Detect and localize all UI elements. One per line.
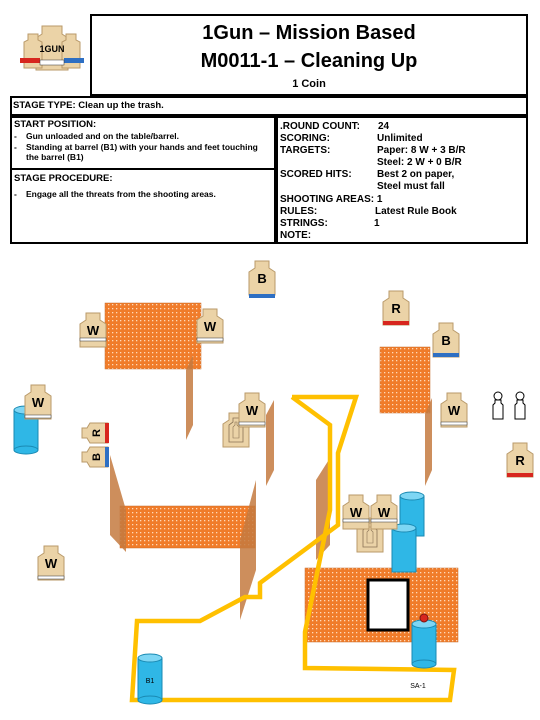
barrel-b1: B1 — [137, 653, 163, 705]
barrel-label: B1 — [146, 678, 155, 685]
stage-procedure-divider — [10, 168, 276, 170]
target-w: W — [342, 494, 370, 530]
stage-type: STAGE TYPE: Clean up the trash. — [13, 100, 164, 111]
target-w: W — [440, 392, 468, 428]
target-letter: R — [515, 453, 525, 468]
start-position-label: START POSITION: — [14, 119, 97, 130]
targets-label: TARGETS: — [280, 145, 331, 156]
stage-procedure-label: STAGE PROCEDURE: — [14, 173, 113, 184]
shooting-areas-value: 1 — [376, 194, 383, 205]
target-letter: R — [91, 429, 103, 437]
target-letter: B — [257, 271, 266, 286]
round-count-value: 24 — [378, 121, 390, 132]
strings-value: 1 — [374, 218, 380, 229]
title-line2: M0011-1 – Cleaning Up — [200, 50, 418, 72]
panel — [240, 480, 256, 620]
title-line1: 1Gun – Mission Based — [202, 22, 416, 44]
target-b-top: B — [248, 260, 276, 298]
wall-right — [379, 346, 431, 414]
steel-popper — [514, 391, 526, 420]
start-position-item: Gun unloaded and on the table/barrel. — [14, 131, 272, 142]
scoring-value: Unlimited — [377, 133, 423, 144]
target-b-right: B — [432, 322, 460, 358]
target-letter: W — [448, 403, 461, 418]
start-position-item: Standing at barrel (B1) with your hands … — [14, 142, 272, 163]
wall-middle — [119, 505, 256, 549]
round-count-label: .ROUND COUNT: — [280, 121, 360, 132]
coin-count: 1 Coin — [292, 78, 326, 90]
shooting-areas: SHOOTING AREAS: 1 — [280, 194, 382, 205]
wall-top-left — [104, 302, 202, 370]
scoring-label: SCORING: — [280, 133, 330, 144]
panel — [186, 355, 193, 440]
scored-hits-label: SCORED HITS: — [280, 169, 352, 180]
rules-value: Latest Rule Book — [375, 206, 457, 217]
title-box — [90, 14, 528, 96]
steel-popper — [492, 391, 504, 420]
panel — [266, 400, 274, 486]
target-letter: R — [391, 301, 401, 316]
start-position-list: Gun unloaded and on the table/barrel. St… — [14, 131, 272, 163]
stage-type-label: STAGE TYPE: — [13, 100, 76, 111]
note-label: NOTE: — [280, 230, 312, 241]
targets-steel: Steel: 2 W + 0 B/R — [377, 157, 462, 168]
target-letter: W — [204, 319, 217, 334]
rules-label: RULES: — [280, 206, 318, 217]
target-letter: B — [441, 333, 450, 348]
target-r-right: R — [382, 290, 410, 326]
1gun-logo: 1GUN — [20, 25, 84, 71]
target-r-rotated: R — [81, 422, 109, 444]
target-letter: W — [350, 505, 363, 520]
logo-text: 1GUN — [39, 44, 64, 54]
scored-hits-line1: Best 2 on paper, — [377, 169, 455, 180]
stage-type-box — [10, 96, 528, 116]
barrel — [411, 613, 437, 669]
details-box — [276, 116, 528, 244]
stage-procedure-item: Engage all the threats from the shooting… — [14, 189, 272, 200]
target-w: W — [196, 308, 224, 344]
target-letter: W — [246, 403, 259, 418]
panel — [425, 398, 432, 486]
panel — [110, 455, 126, 552]
stage-procedure-list: Engage all the threats from the shooting… — [14, 189, 272, 200]
target-w: W — [24, 384, 52, 420]
fault-line — [129, 394, 457, 703]
target-letter: W — [378, 505, 391, 520]
target-w: W — [37, 545, 65, 581]
target-letter: W — [32, 395, 45, 410]
target-w: W — [238, 392, 266, 428]
target-b-rotated: B — [81, 446, 109, 468]
target-w: W — [370, 494, 398, 530]
stage-type-value: Clean up the trash. — [78, 100, 164, 111]
shooting-areas-label: SHOOTING AREAS: — [280, 194, 375, 205]
shooting-area-label: SA-1 — [410, 683, 426, 690]
target-letter: B — [91, 453, 103, 461]
target-letter: W — [45, 556, 58, 571]
target-r-far-right: R — [506, 442, 534, 478]
target-w: W — [79, 312, 107, 348]
target-letter: W — [87, 323, 100, 338]
scored-hits-line2: Steel must fall — [377, 181, 445, 192]
barrel — [391, 523, 417, 573]
window-opening — [366, 578, 410, 632]
targets-paper: Paper: 8 W + 3 B/R — [377, 145, 466, 156]
strings-label: STRINGS: — [280, 218, 328, 229]
